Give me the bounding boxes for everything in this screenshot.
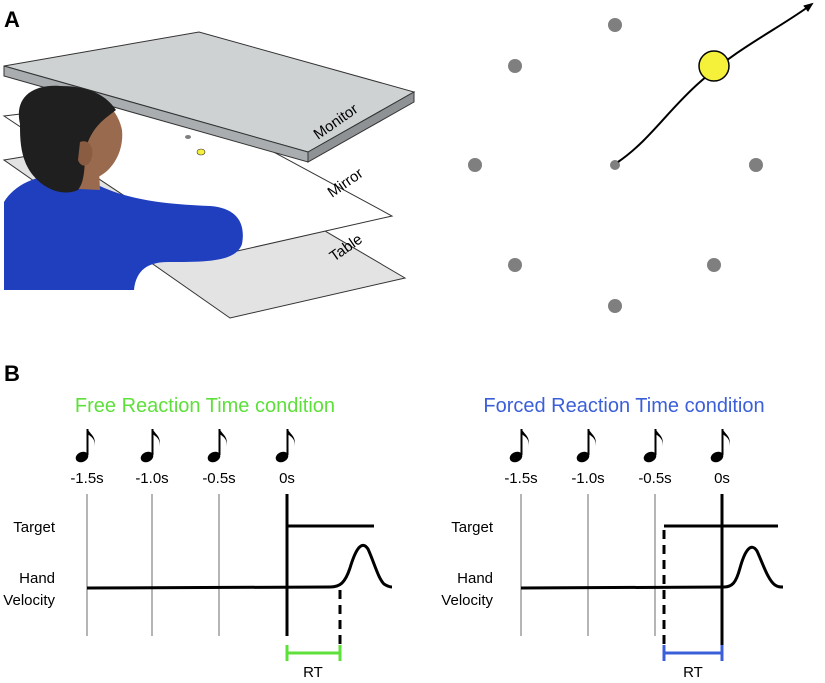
- target-dot-s: [608, 299, 622, 313]
- free-velocity-label: Hand: [19, 570, 55, 587]
- target-dot-se: [707, 258, 721, 272]
- free-rt-label: RT: [303, 664, 323, 681]
- panel-b-label: B: [4, 361, 20, 386]
- beat-note-icon: [204, 428, 228, 466]
- forced-velocity-trace: [520, 545, 784, 590]
- beat-note-icon: [506, 428, 530, 466]
- person-ear: [78, 141, 93, 166]
- target-dot-nw: [508, 59, 522, 73]
- target-dot-sw: [508, 258, 522, 272]
- forced-title: Forced Reaction Time condition: [483, 395, 764, 417]
- forced-time-label: 0s: [714, 470, 730, 487]
- forced-rt-panel: Forced Reaction Time condition -1.5s -1.…: [441, 395, 784, 681]
- panel-a-label: A: [4, 7, 20, 32]
- mirror-target-dot: [185, 135, 191, 139]
- beat-note-icon: [707, 428, 731, 466]
- person-hair: [18, 85, 117, 193]
- person-shirt: [4, 175, 243, 290]
- beat-note-icon: [640, 428, 664, 466]
- forced-rt-label: RT: [683, 664, 703, 681]
- free-time-label: -0.5s: [202, 470, 235, 487]
- mirror-cursor-dot: [196, 148, 206, 156]
- target-array: [468, 2, 814, 313]
- target-dot-e: [749, 158, 763, 172]
- forced-target-label: Target: [451, 519, 494, 536]
- cursor-target: [698, 50, 730, 82]
- forced-velocity-label: Hand: [457, 570, 493, 587]
- free-target-label: Target: [13, 519, 56, 536]
- movement-trajectory: [617, 2, 814, 163]
- free-title: Free Reaction Time condition: [75, 395, 335, 417]
- forced-velocity-label: Velocity: [441, 592, 493, 609]
- monitor-side: [307, 91, 415, 163]
- beat-note-icon: [272, 428, 296, 466]
- target-dot-w: [468, 158, 482, 172]
- start-dot: [610, 160, 620, 170]
- beat-note-icon: [573, 428, 597, 466]
- free-time-label: 0s: [279, 470, 295, 487]
- forced-time-label: -1.5s: [504, 470, 537, 487]
- free-time-label: -1.0s: [135, 470, 168, 487]
- setup-illustration: Monitor Mirror Table: [2, 31, 416, 319]
- target-dot-n: [608, 18, 622, 32]
- free-velocity-trace: [86, 543, 393, 590]
- forced-time-label: -1.0s: [571, 470, 604, 487]
- forced-time-label: -0.5s: [638, 470, 671, 487]
- free-velocity-label: Velocity: [3, 592, 55, 609]
- beat-note-icon: [72, 428, 96, 466]
- free-rt-panel: Free Reaction Time condition -1.5s -1.0s…: [3, 395, 393, 681]
- free-time-label: -1.5s: [70, 470, 103, 487]
- beat-note-icon: [137, 428, 161, 466]
